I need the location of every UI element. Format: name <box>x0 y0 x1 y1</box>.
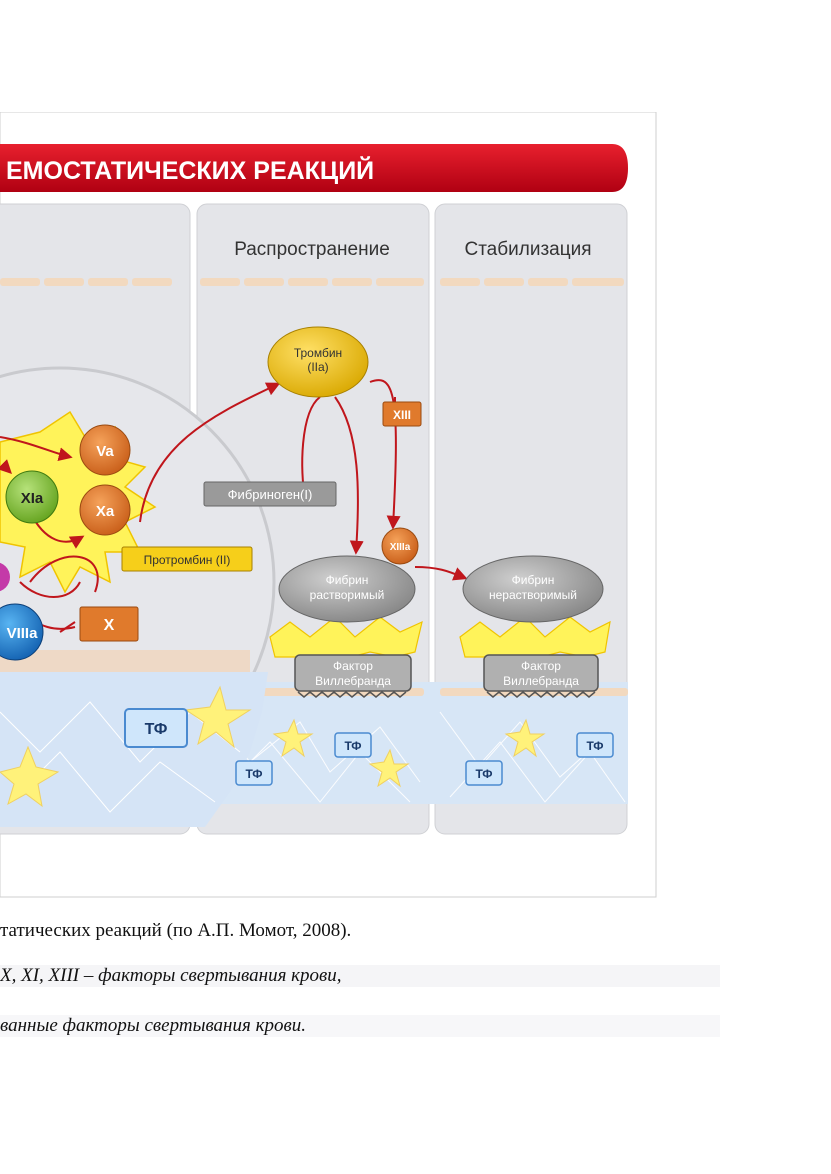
tf-star-shape <box>184 685 252 749</box>
prothrombin-box <box>121 546 253 572</box>
fibrin-insoluble-sub-label: нерастворимый <box>489 588 577 602</box>
fibrinogen-box <box>203 481 337 507</box>
tissue-factor-label-large: ТФ <box>145 721 168 738</box>
endothelium-top <box>0 278 624 286</box>
von-willebrand-label-right: Фактор <box>521 659 561 673</box>
fibrinogen-label: Фибриноген(I) <box>228 487 313 502</box>
tissue-factor-label: ТФ <box>344 739 361 753</box>
tissue-factor-box <box>576 732 614 758</box>
thrombin-label: Тромбин <box>294 346 342 360</box>
factor-va-label: Va <box>96 443 114 460</box>
tf-star-shape <box>0 745 60 808</box>
thrombin-node <box>267 326 369 398</box>
fibrin-insoluble-node <box>462 555 604 623</box>
factor-va-node <box>79 424 131 476</box>
von-willebrand-sub-label-right: Виллебранда <box>503 674 579 688</box>
thrombin-sub-label: (IIa) <box>307 360 328 374</box>
caption-line-2: X, XI, XIII – факторы свертывания крови, <box>0 965 720 987</box>
factor-xiii-box <box>382 401 422 427</box>
factor-viiia-node <box>0 603 44 661</box>
von-willebrand-box-right <box>483 654 599 692</box>
von-willebrand-box-left <box>294 654 412 692</box>
tissue-factor-box <box>465 760 503 786</box>
factor-x-label: X <box>104 617 115 634</box>
factor-xiiia-label: XIIIa <box>390 542 411 553</box>
von-willebrand-sub-label-left: Виллебранда <box>315 674 391 688</box>
column-header-stabilization: Стабилизация <box>464 239 591 260</box>
fibrin-insoluble-label: Фибрин <box>512 573 555 587</box>
factor-viiia-label: VIIIa <box>7 625 39 642</box>
prothrombin-label: Протромбин (II) <box>144 553 231 567</box>
factor-xiii-label: XIII <box>393 408 411 422</box>
tf-star-shape <box>272 718 314 758</box>
tissue-factor-box <box>334 732 372 758</box>
banner-title: ЕМОСТАТИЧЕСКИХ РЕАКЦИЙ <box>6 155 374 185</box>
fibrin-soluble-label: Фибрин <box>326 573 369 587</box>
fibrin-soluble-node <box>278 555 416 623</box>
factor-x-box <box>79 606 139 642</box>
caption-line-1: татических реакций (по А.П. Момот, 2008)… <box>0 920 352 941</box>
factor-xa-label: Xa <box>96 503 115 520</box>
tf-star-shape <box>504 718 546 758</box>
factor-partial-node <box>0 562 10 592</box>
column-header-propagation: Распространение <box>234 239 390 260</box>
tissue-factor-label: ТФ <box>475 767 492 781</box>
caption-line-3: ванные факторы свертывания крови. <box>0 1015 720 1037</box>
reaction-arrows <box>0 379 468 633</box>
von-willebrand-label-left: Фактор <box>333 659 373 673</box>
von-willebrand-anchor-left <box>297 691 407 698</box>
zoom-endothelium <box>0 650 250 672</box>
fibrin-soluble-sub-label: растворимый <box>310 588 385 602</box>
tissue-factor-label: ТФ <box>245 767 262 781</box>
tissue-factor-box-large <box>124 708 188 748</box>
title-banner <box>0 144 628 192</box>
von-willebrand-anchor-right <box>486 691 596 698</box>
tissue-factor-box <box>235 760 273 786</box>
factor-xiiia-node <box>381 527 419 565</box>
hemostasis-diagram: ЕМОСТАТИЧЕСКИХ РЕАКЦИЙ Распространение С… <box>0 111 657 898</box>
factor-xia-label: XIa <box>21 490 44 507</box>
tf-star-shape <box>368 748 410 788</box>
factor-xia-node <box>5 470 59 524</box>
factor-xa-node <box>79 484 131 536</box>
tissue-factor-label: ТФ <box>586 739 603 753</box>
